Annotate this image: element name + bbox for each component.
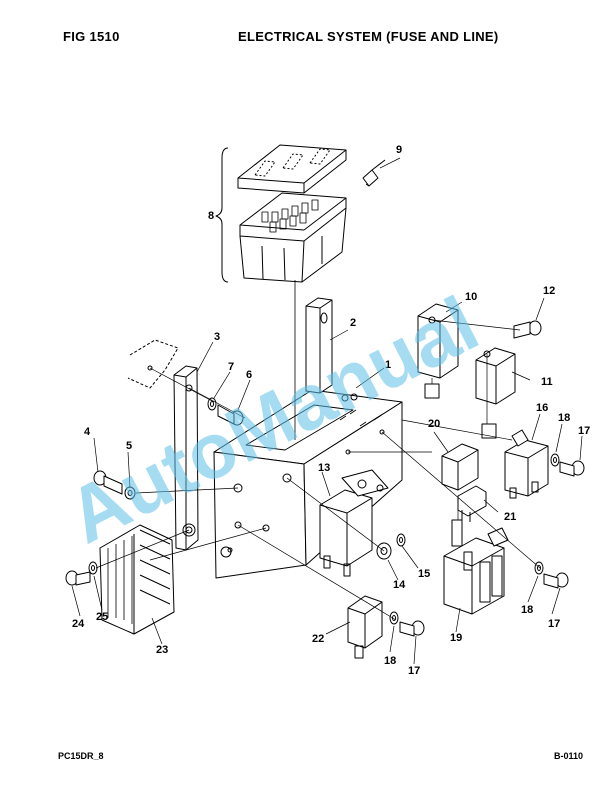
callout-19: 19	[450, 632, 462, 644]
clip-9	[362, 159, 386, 187]
callout-3: 3	[214, 331, 220, 343]
callout-5: 5	[126, 440, 132, 452]
screw-17-upper	[559, 460, 585, 477]
callout-18-right: 18	[521, 604, 533, 616]
callout-17-lower: 17	[408, 665, 420, 677]
callout-21: 21	[504, 511, 516, 523]
fuse-box-cover	[237, 144, 347, 194]
assembly-bracket-8	[215, 147, 229, 283]
callout-23: 23	[156, 644, 168, 656]
relay-13	[319, 469, 389, 577]
screw-6	[217, 404, 244, 426]
heatsink-23	[99, 524, 175, 635]
footer-page-code: B-0110	[554, 751, 584, 761]
callout-22: 22	[312, 633, 324, 645]
callout-20: 20	[428, 418, 440, 430]
footer-document-code: PC15DR_8	[58, 751, 104, 761]
callout-10: 10	[465, 291, 477, 303]
callout-4: 4	[84, 426, 91, 438]
fuse-box-body	[239, 192, 347, 283]
callout-25: 25	[96, 611, 108, 623]
wall-fragment	[127, 339, 179, 389]
relay-16	[504, 429, 549, 499]
relay-22	[347, 595, 383, 659]
fuse-21	[457, 485, 487, 522]
callout-16: 16	[536, 402, 548, 414]
callout-12: 12	[543, 285, 555, 297]
screw-17-right	[543, 572, 569, 589]
callout-17-upper: 17	[578, 425, 590, 437]
callout-18-upper: 18	[558, 412, 570, 424]
callout-7: 7	[228, 361, 234, 373]
washer-18-right	[534, 561, 544, 575]
callout-11: 11	[541, 376, 553, 388]
washer-15	[396, 533, 406, 547]
callout-18-lower: 18	[384, 655, 396, 667]
screw-4	[93, 470, 123, 495]
page-title: ELECTRICAL SYSTEM (FUSE AND LINE)	[238, 29, 499, 44]
screw-24	[65, 570, 91, 586]
figure-number: FIG 1510	[63, 29, 120, 44]
screw-12	[513, 320, 542, 339]
fuse-block-19	[443, 519, 509, 615]
washer-25	[88, 561, 98, 575]
callout-15: 15	[418, 568, 430, 580]
washer-18-lower	[389, 611, 399, 625]
callout-1: 1	[385, 359, 391, 371]
callout-8: 8	[208, 210, 214, 222]
relay-10	[417, 303, 459, 399]
callout-13: 13	[318, 462, 330, 474]
callout-17-right: 17	[548, 618, 560, 630]
callout-9: 9	[396, 144, 402, 156]
callout-2: 2	[350, 317, 356, 329]
callout-14: 14	[393, 579, 406, 591]
mounting-bracket-3	[173, 365, 199, 551]
screw-17-lower	[399, 620, 425, 637]
callout-6: 6	[246, 369, 252, 381]
washer-18-upper	[550, 453, 560, 467]
support-plate-2	[305, 297, 333, 394]
callout-24: 24	[72, 618, 85, 630]
washer-5	[124, 486, 136, 500]
